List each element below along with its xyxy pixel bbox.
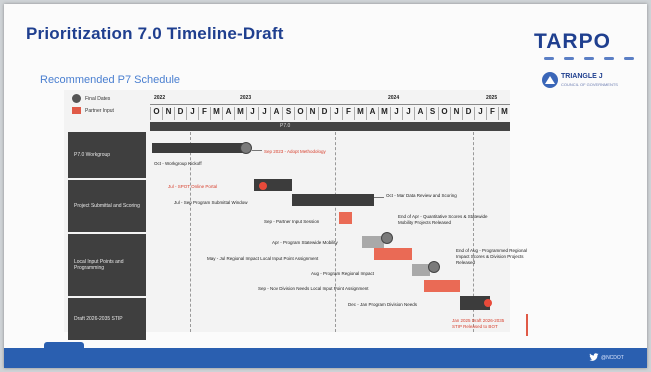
legend-partner-input: Partner Input	[72, 107, 114, 114]
month-label: N	[450, 107, 462, 120]
timeline-gridline	[473, 132, 474, 332]
annotation-regional-scores: End of Aug - Programmed Regional Impact …	[456, 248, 528, 265]
connector-line	[252, 150, 262, 151]
month-label: O	[294, 107, 306, 120]
annotation-quant-scores: End of Apr - Quantitative Scores & State…	[398, 214, 488, 225]
month-label: S	[282, 107, 294, 120]
month-label: M	[498, 107, 510, 120]
annotation-division-needs-input: Sep - Nov Division Needs Local Input Poi…	[258, 286, 369, 291]
annotation-program-division-needs: Dec - Jan Program Division Needs	[348, 302, 418, 307]
row-label-local-input: Local Input Points and Programming	[68, 234, 146, 296]
month-label: J	[390, 107, 402, 120]
month-label: O	[438, 107, 450, 120]
workgroup-milestone	[240, 142, 252, 154]
annotation-adopt-methodology: Sep 2023 - Adopt Methodology	[264, 149, 326, 154]
legend-final-dates: Final Dates	[72, 94, 110, 103]
timeline-gridline	[335, 132, 336, 332]
row-label-draft-stip: Draft 2026-2035 STIP	[68, 298, 146, 340]
month-label: F	[342, 107, 354, 120]
triangle-j-logo-tagline: COUNCIL OF GOVERNMENTS	[561, 82, 618, 87]
timeline-gridline	[190, 132, 191, 332]
month-label: D	[462, 107, 474, 120]
month-label: M	[234, 107, 246, 120]
month-label: F	[486, 107, 498, 120]
decorative-red-tick	[526, 314, 528, 336]
year-label: 2024	[388, 95, 400, 101]
month-label: F	[198, 107, 210, 120]
month-label: A	[414, 107, 426, 120]
footer-bar	[4, 348, 647, 368]
month-label: S	[426, 107, 438, 120]
annotation-statewide-mobility: Apr - Program Statewide Mobility	[272, 240, 338, 245]
year-label: 2025	[486, 95, 498, 101]
legend-label: Partner Input	[85, 107, 114, 114]
year-label: 2023	[240, 95, 252, 101]
row-label-workgroup: P7.0 Workgroup	[68, 132, 146, 178]
annotation-workgroup-kickoff: Oct - Workgroup Kickoff	[154, 161, 202, 166]
month-label: J	[330, 107, 342, 120]
annotation-partner-input-session: Sep - Partner Input Session	[264, 219, 320, 224]
twitter-icon[interactable]	[589, 353, 599, 362]
month-label: A	[270, 107, 282, 120]
timeline-header-bar-text: P7.0	[280, 123, 291, 129]
regional-impact-milestone	[428, 261, 440, 273]
month-label: J	[258, 107, 270, 120]
social-handle[interactable]: @NCDOT	[601, 355, 624, 361]
statewide-mobility-milestone	[381, 232, 393, 244]
month-label: J	[474, 107, 486, 120]
timeline-header-bar	[150, 122, 510, 131]
annotation-draft-stip: Jan 2025 Draft 2026-2035 STIP Released t…	[452, 318, 505, 329]
spot-portal-milestone	[259, 182, 267, 190]
presentation-slide: Prioritization 7.0 Timeline-Draft TARPO …	[4, 4, 647, 368]
month-label: D	[318, 107, 330, 120]
month-label: M	[378, 107, 390, 120]
final-dates-swatch	[72, 94, 81, 103]
month-label: N	[162, 107, 174, 120]
data-review-bar	[292, 194, 374, 206]
statewide-mobility-bar	[362, 236, 384, 248]
connector-line	[374, 197, 384, 198]
month-label: A	[366, 107, 378, 120]
division-needs-program-bar	[460, 296, 490, 310]
partner-input-swatch	[72, 107, 81, 114]
triangle-j-logo-text: TRIANGLE J	[561, 73, 603, 80]
slide-title: Prioritization 7.0 Timeline-Draft	[26, 24, 284, 43]
month-label: A	[222, 107, 234, 120]
triangle-j-logo-icon	[542, 72, 558, 88]
month-label: J	[246, 107, 258, 120]
row-label-submittal: Project Submittal and Scoring	[68, 180, 146, 232]
month-label: M	[354, 107, 366, 120]
annotation-submittal-window: Jul - Sep Program Submittal Window	[174, 200, 248, 205]
year-header: 2022 2023 2024 2025	[150, 95, 510, 105]
month-label: J	[186, 107, 198, 120]
legend-label: Final Dates	[85, 95, 111, 102]
regional-impact-input-bar	[374, 248, 412, 260]
workgroup-bar	[152, 143, 244, 153]
division-needs-input-bar	[424, 280, 460, 292]
draft-stip-milestone	[484, 299, 492, 307]
month-label: J	[402, 107, 414, 120]
month-label: M	[210, 107, 222, 120]
tarpo-logo: TARPO	[534, 30, 611, 53]
footer-accent-tab	[44, 342, 84, 348]
partner-input-session-bar	[339, 212, 352, 224]
tarpo-logo-dots	[544, 57, 634, 61]
month-label: N	[306, 107, 318, 120]
month-label: O	[150, 107, 162, 120]
annotation-program-regional-impact: Aug - Program Regional Impact	[311, 271, 375, 276]
annotation-data-review: Oct - Mar Data Review and Scoring	[386, 193, 457, 198]
schedule-subtitle: Recommended P7 Schedule	[40, 74, 181, 86]
annotation-regional-impact-input: May - Jul Regional Impact Local Input Po…	[207, 256, 319, 261]
year-label: 2022	[154, 95, 166, 101]
annotation-spot-portal: Jul - SPOT Online Portal	[168, 184, 218, 189]
month-label: D	[174, 107, 186, 120]
regional-impact-program-bar	[412, 264, 430, 276]
